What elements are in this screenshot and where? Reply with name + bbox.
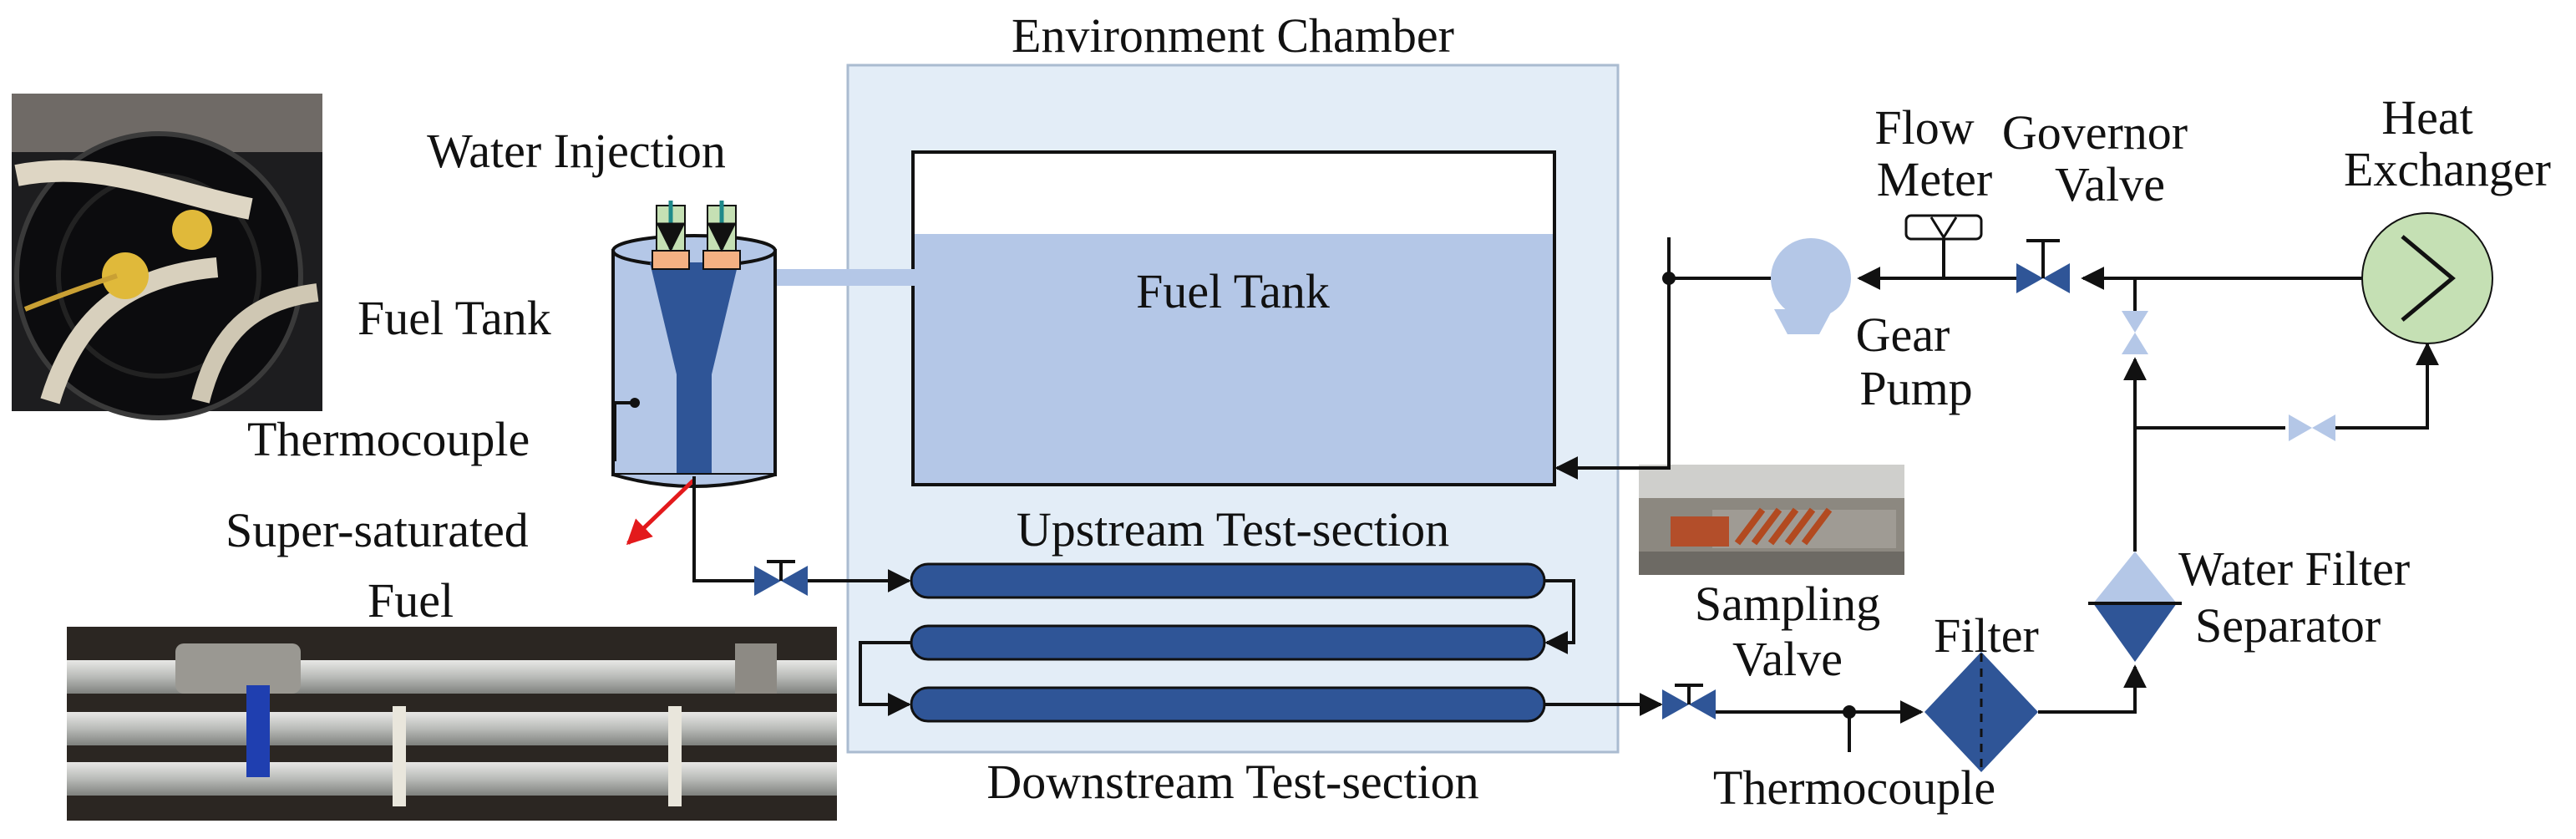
water-filter-separator xyxy=(2088,552,2182,662)
water-filter-separator-label-1: Water Filter xyxy=(2178,542,2410,596)
governor-valve-label-2: Valve xyxy=(2055,157,2165,211)
upstream-to-middle-bend xyxy=(1544,579,1575,654)
environment-chamber-label: Environment Chamber xyxy=(1012,8,1454,63)
upstream-tube xyxy=(910,562,1546,599)
downstream-tube xyxy=(910,686,1546,723)
photo-sampling-section xyxy=(1639,465,1904,575)
filter-label: Filter xyxy=(1934,608,2039,663)
bypass-to-exchanger-pipe xyxy=(2335,342,2439,430)
sampling-valve-label-2: Valve xyxy=(1732,632,1843,686)
main-fuel-tank-label: Fuel Tank xyxy=(1136,264,1330,318)
upstream-test-section-label: Upstream Test-section xyxy=(1017,502,1449,557)
heat-exchanger-label-2: Exchanger xyxy=(2344,142,2551,196)
photo-fuel-tank-top xyxy=(12,94,322,420)
heat-exchanger-label-1: Heat xyxy=(2381,90,2473,145)
flow-meter-label-1: Flow xyxy=(1874,100,1974,155)
super-saturated-arrow xyxy=(626,479,695,546)
flow-meter-label-2: Meter xyxy=(1877,152,1993,206)
small-fuel-tank-label: Fuel Tank xyxy=(357,291,551,345)
filter xyxy=(1924,652,2038,772)
thermocouple-left-label: Thermocouple xyxy=(247,412,530,466)
flow-meter xyxy=(1904,214,1983,278)
super-saturated-label-2: Fuel xyxy=(368,573,454,628)
downstream-test-section-label: Downstream Test-section xyxy=(986,755,1478,809)
bypass-valve xyxy=(2289,414,2335,441)
water-injection-label: Water Injection xyxy=(427,124,726,178)
water-injection-tank xyxy=(611,234,777,488)
inlet-valve xyxy=(754,560,808,596)
filter-to-separator-pipe xyxy=(2038,664,2147,714)
riser-valve xyxy=(2122,311,2148,354)
governor-valve xyxy=(2016,239,2070,293)
water-filter-separator-label-2: Separator xyxy=(2195,598,2381,653)
thermocouple-left-dot xyxy=(630,398,640,408)
tank-outlet-pipe xyxy=(692,476,754,582)
main-fuel-tank xyxy=(911,150,1556,486)
pump-to-tank-return-pipe xyxy=(1554,277,1771,480)
middle-tube xyxy=(910,624,1546,661)
gear-pump-label-1: Gear xyxy=(1856,308,1950,362)
middle-to-downstream-bend xyxy=(859,641,911,716)
water-injector-left xyxy=(652,201,690,270)
sampling-valve xyxy=(1662,684,1716,720)
gear-pump-label-2: Pump xyxy=(1859,361,1972,415)
sampling-valve-label-1: Sampling xyxy=(1695,577,1880,631)
super-saturated-label-1: Super-saturated xyxy=(226,503,529,557)
photo-test-section-pipes xyxy=(67,627,837,821)
gear-pump xyxy=(1771,238,1851,334)
heat-exchanger xyxy=(2361,212,2493,344)
tank-connection-pipe xyxy=(775,269,915,286)
thermocouple-right-label: Thermocouple xyxy=(1713,760,1995,815)
water-injector-right xyxy=(702,201,741,270)
governor-valve-label-1: Governor xyxy=(2002,105,2188,160)
